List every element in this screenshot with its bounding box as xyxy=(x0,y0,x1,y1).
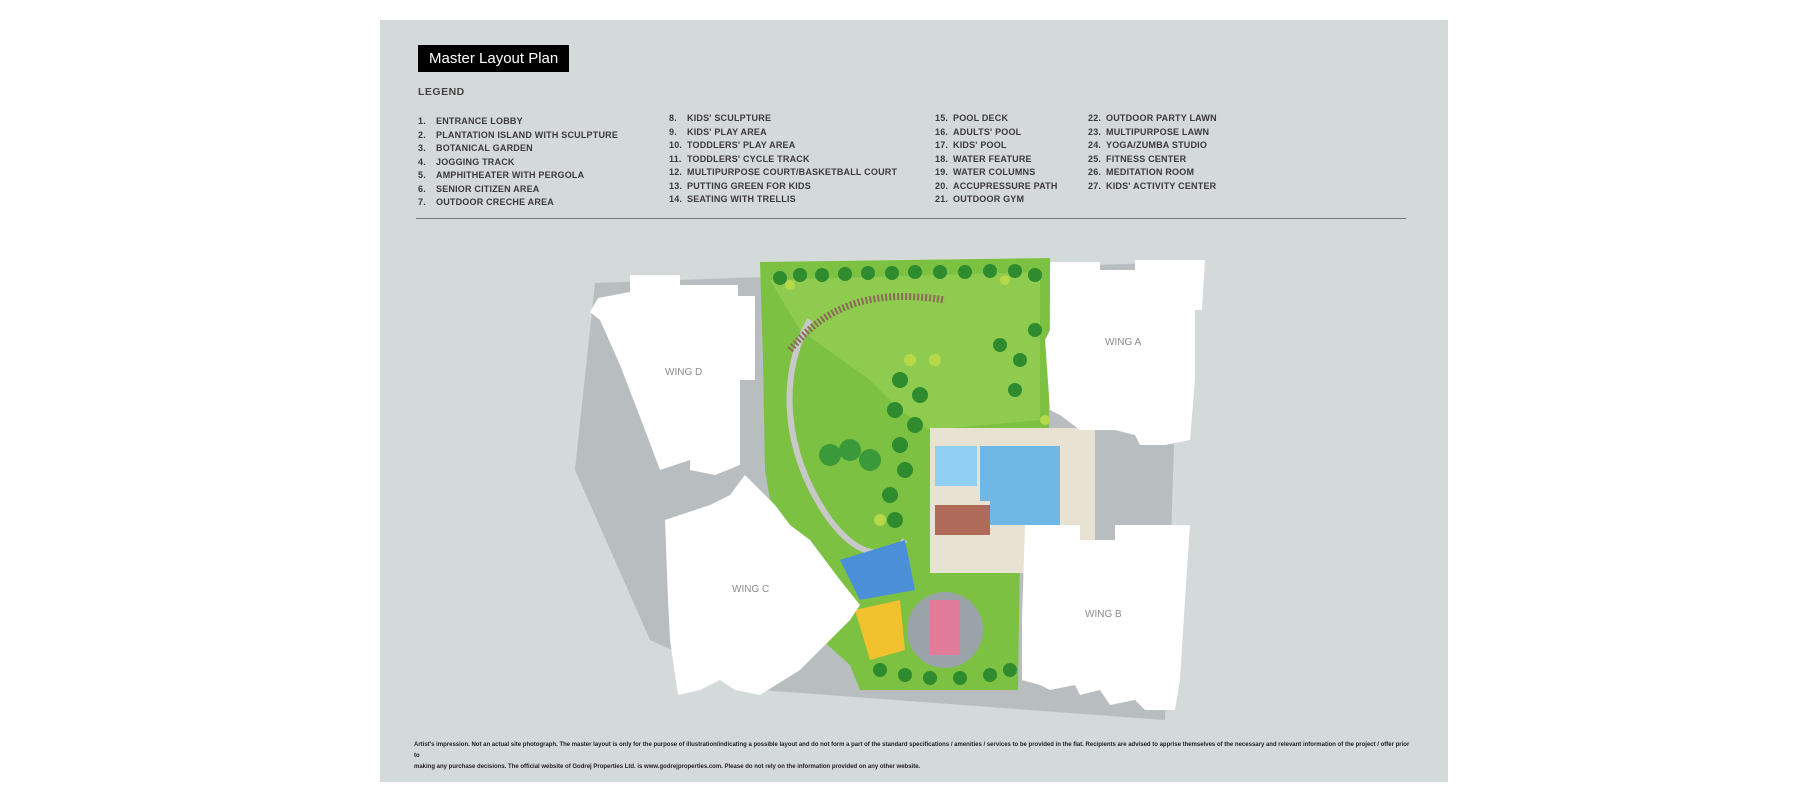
legend-item: 24.YOGA/ZUMBA STUDIO xyxy=(1088,140,1208,150)
legend-item: 25.FITNESS CENTER xyxy=(1088,153,1187,164)
legend-item: 10.TODDLERS' PLAY AREA xyxy=(669,140,796,150)
legend-column-1: 1.ENTRANCE LOBBY 2.PLANTATION ISLAND WIT… xyxy=(418,115,618,210)
legend-item: 14.SEATING WITH TRELLIS xyxy=(669,194,796,204)
kids-play-area xyxy=(840,540,915,600)
kids-pool xyxy=(935,446,977,486)
lime-tree-cluster xyxy=(785,275,1050,526)
pergola-curve xyxy=(787,293,946,353)
wing-d-building xyxy=(590,275,755,475)
legend-item: 23.MULTIPURPOSE LAWN xyxy=(1088,126,1210,137)
wing-c-label: WING C xyxy=(732,584,769,595)
legend-item: 13.PUTTING GREEN FOR KIDS xyxy=(669,180,811,191)
page-title: Master Layout Plan xyxy=(418,45,570,72)
wing-b-label: WING B xyxy=(1085,609,1122,620)
legend-item: 16.ADULTS' POOL xyxy=(935,126,1022,137)
basketball-court xyxy=(930,600,960,655)
legend-item: 3.BOTANICAL GARDEN xyxy=(418,143,533,153)
wing-a-label: WING A xyxy=(1105,337,1141,348)
legend-item: 15.POOL DECK xyxy=(935,113,1009,123)
legend-item: 26.MEDITATION ROOM xyxy=(1088,167,1195,177)
legend-item: 8.KIDS' SCULPTURE xyxy=(669,113,772,123)
legend-item: 27.KIDS' ACTIVITY CENTER xyxy=(1088,180,1217,191)
adults-pool xyxy=(980,446,1060,501)
legend-item: 20.ACCUPRESSURE PATH xyxy=(935,180,1058,191)
legend-item: 21.OUTDOOR GYM xyxy=(935,194,1025,204)
disclaimer-text: Artist's impression. Not an actual site … xyxy=(414,740,1414,773)
legend-column-3: 15.POOL DECK 16.ADULTS' POOL 17.KIDS' PO… xyxy=(935,112,1058,207)
legend-item: 1.ENTRANCE LOBBY xyxy=(418,116,523,126)
master-plan-sheet: Master Layout Plan LEGEND 1.ENTRANCE LOB… xyxy=(380,20,1448,782)
legend-column-2: 8.KIDS' SCULPTURE 9.KIDS' PLAY AREA 10.T… xyxy=(669,112,897,207)
legend-item: 4.JOGGING TRACK xyxy=(418,156,515,167)
wing-a-building xyxy=(1045,260,1205,445)
tree-cluster xyxy=(773,264,1042,685)
legend-divider xyxy=(416,218,1406,219)
disclaimer-line-2: making any purchase decisions. The offic… xyxy=(414,764,921,770)
wing-c-building xyxy=(665,475,860,695)
legend-item: 12.MULTIPURPOSE COURT/BASKETBALL COURT xyxy=(669,167,898,177)
legend-item: 11.TODDLERS' CYCLE TRACK xyxy=(669,153,810,164)
disclaimer-line-1: Artist's impression. Not an actual site … xyxy=(414,742,1410,759)
wing-d-label: WING D xyxy=(665,367,702,378)
toddlers-play-area xyxy=(855,600,905,660)
legend-heading: LEGEND xyxy=(418,86,465,98)
legend-item: 2.PLANTATION ISLAND WITH SCULPTURE xyxy=(418,129,619,140)
site-plan-map: WING D WING C WING A WING B xyxy=(575,258,1205,720)
legend-item: 5.AMPHITHEATER WITH PERGOLA xyxy=(418,170,585,180)
legend-item: 22.OUTDOOR PARTY LAWN xyxy=(1088,113,1217,123)
pool-lower xyxy=(990,500,1060,525)
legend-item: 17.KIDS' POOL xyxy=(935,140,1007,150)
legend-item: 9.KIDS' PLAY AREA xyxy=(669,126,767,137)
seating-with-trellis xyxy=(935,505,990,535)
legend-column-4: 22.OUTDOOR PARTY LAWN 23.MULTIPURPOSE LA… xyxy=(1088,112,1217,193)
legend-item: 7.OUTDOOR CRECHE AREA xyxy=(418,197,554,207)
legend-item: 18.WATER FEATURE xyxy=(935,153,1032,164)
legend-item: 19.WATER COLUMNS xyxy=(935,167,1036,177)
legend-item: 6.SENIOR CITIZEN AREA xyxy=(418,183,540,194)
wing-b-building xyxy=(1022,525,1190,710)
